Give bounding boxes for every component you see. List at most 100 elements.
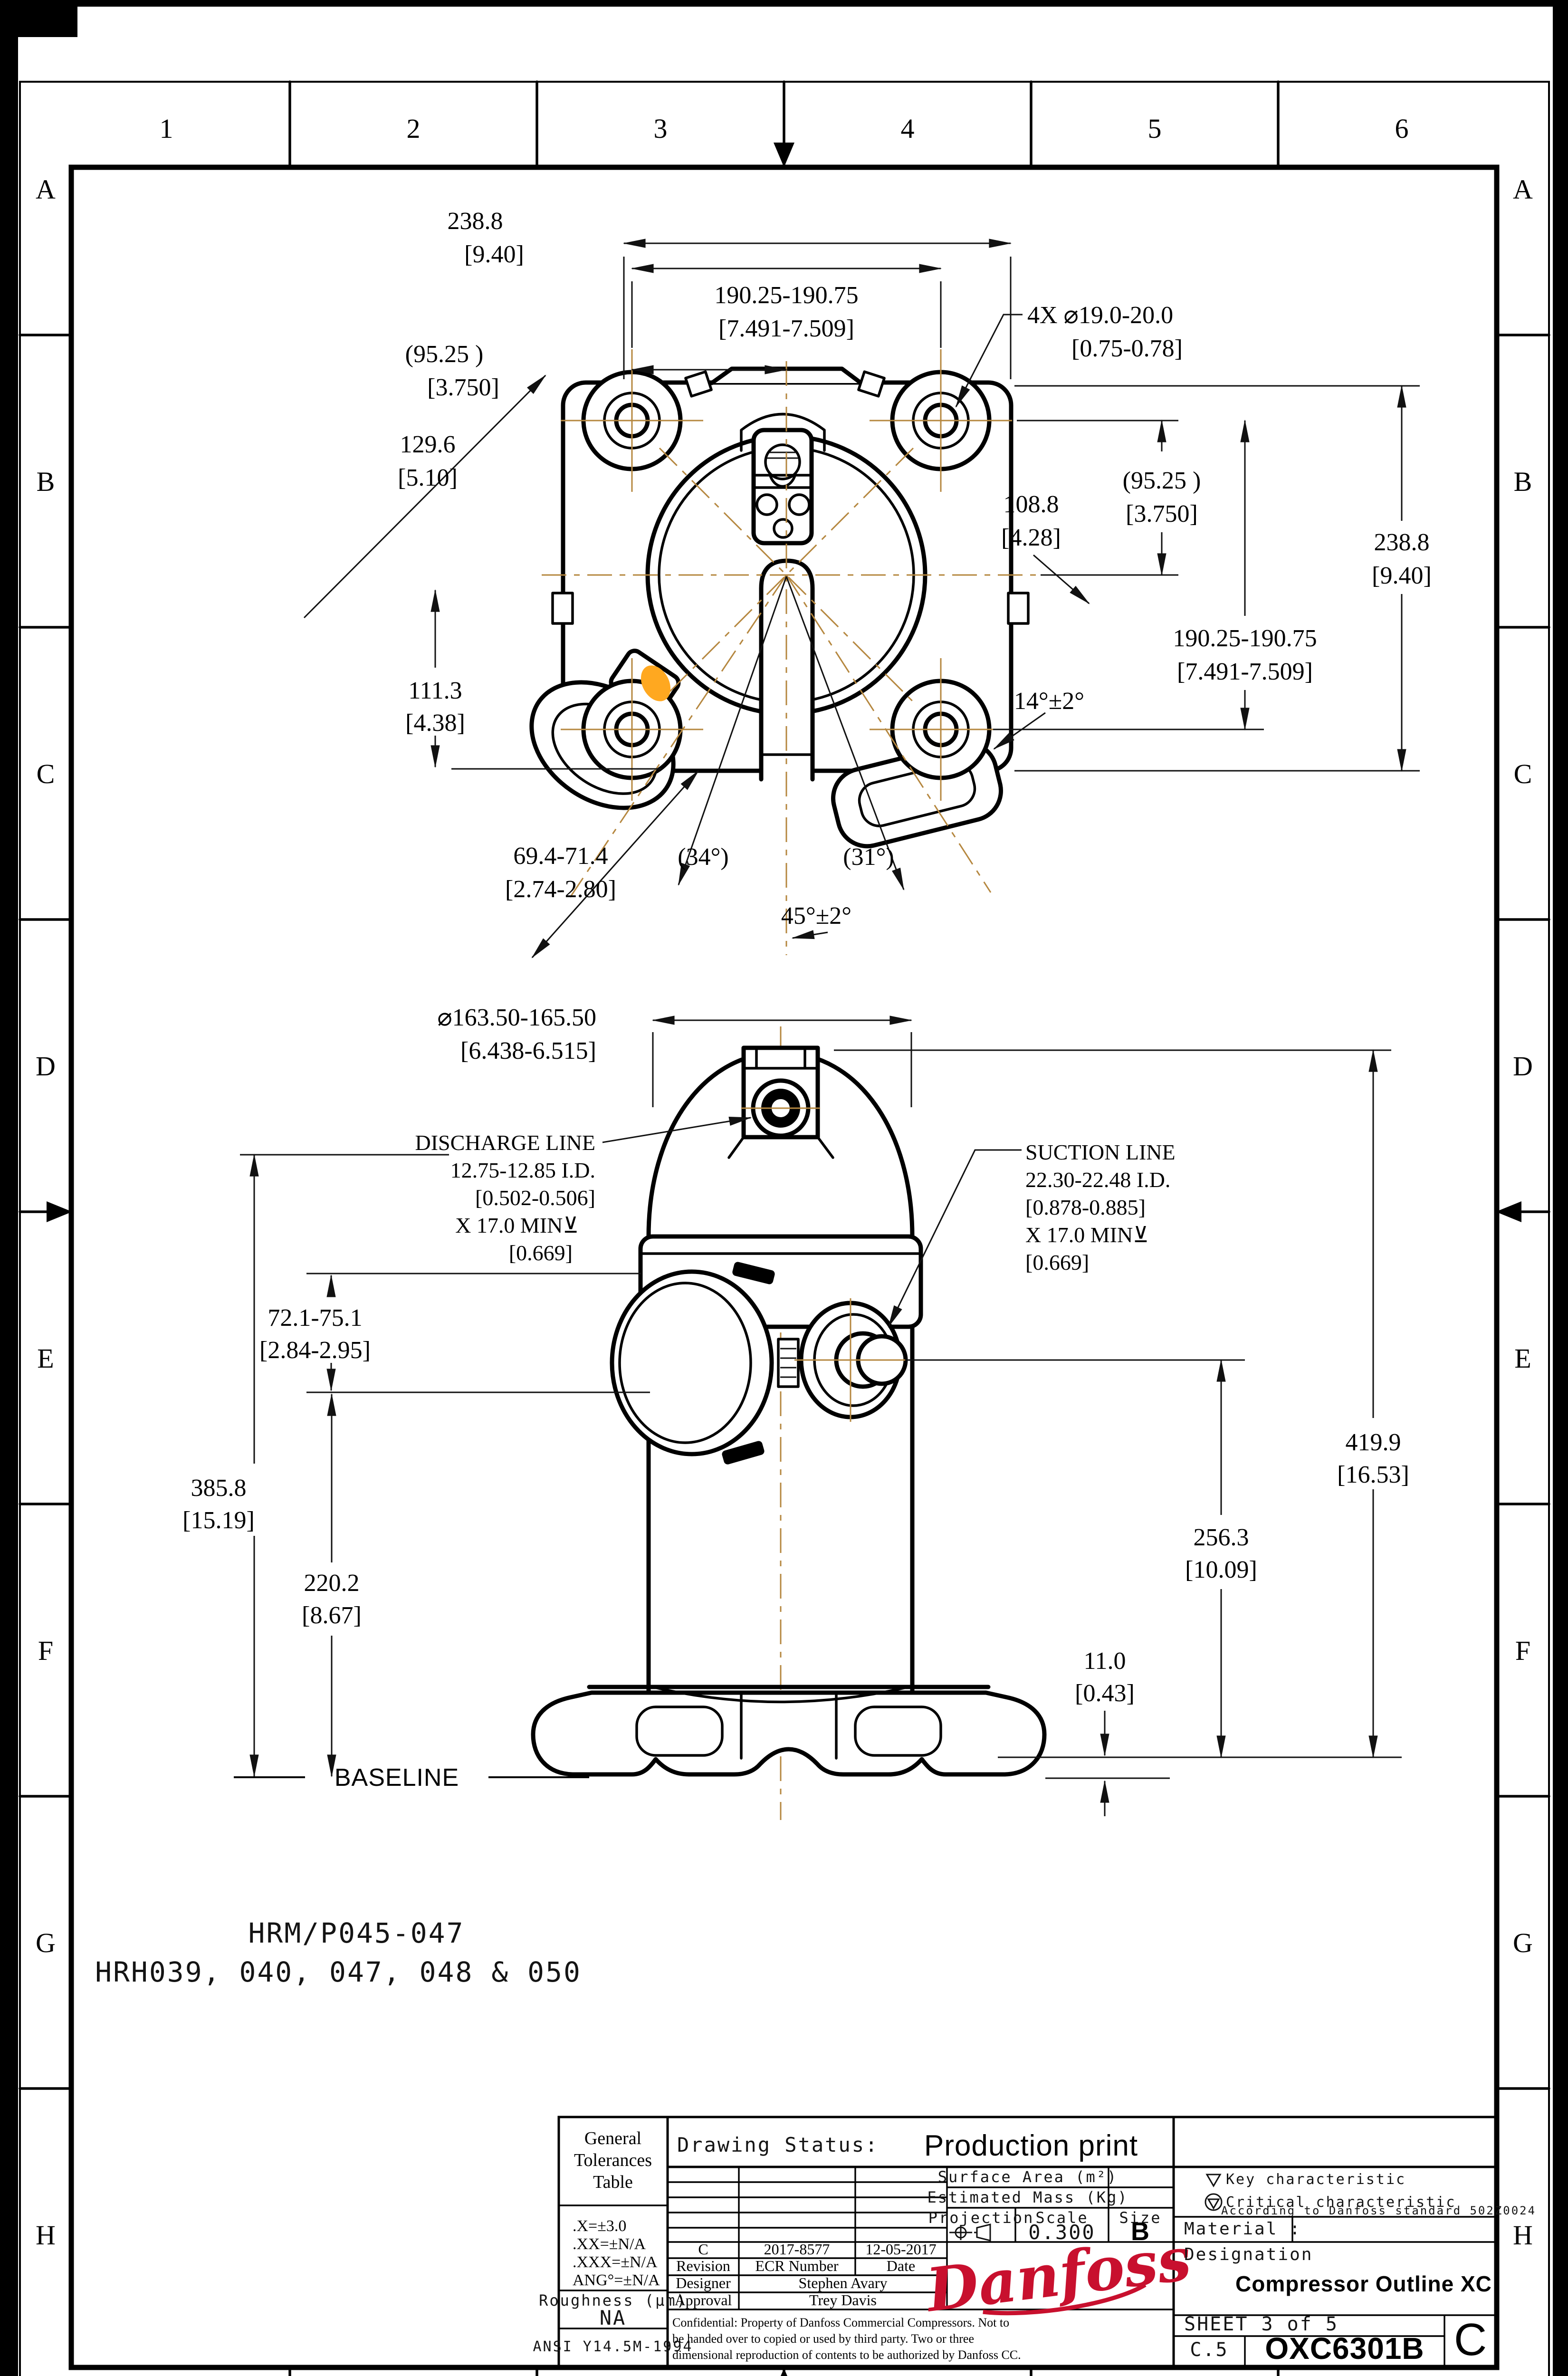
drawing-status-value: Production print (924, 2129, 1138, 2162)
zone-col-bot-5: 5 (1148, 2370, 1162, 2376)
roughness-value: NA (600, 2306, 627, 2329)
zone-row-left-E: E (37, 1343, 54, 1374)
dim-top-width-in: [9.40] (464, 241, 524, 268)
dim-half-h-mm: (95.25 ) (405, 341, 484, 368)
tol-row-x: .X=±3.0 (573, 2217, 626, 2235)
discharge-note-4: X 17.0 MIN⊻ (455, 1213, 579, 1237)
zone-row-right-B: B (1514, 466, 1532, 497)
tol-row-xxx: .XXX=±N/A (573, 2253, 658, 2271)
projection-symbol-icon (949, 2223, 991, 2242)
zone-col-bot-6: 6 (1395, 2370, 1409, 2376)
zone-row-right-G: G (1513, 1927, 1533, 1958)
dim-11-in: [0.43] (1075, 1680, 1135, 1707)
dim-half-v-mm: (95.25 ) (1123, 467, 1201, 494)
zone-row-left-B: B (37, 466, 55, 497)
key-characteristic-label: Key characteristic (1226, 2171, 1406, 2188)
discharge-note-5: [0.669] (509, 1241, 573, 1265)
zone-row-left-H: H (36, 2220, 56, 2251)
zone-row-left-F: F (38, 1635, 53, 1666)
zone-row-right-E: E (1514, 1343, 1531, 1374)
orange-highlight (641, 665, 671, 701)
plate-notch-right (1007, 592, 1030, 625)
zone-col-top-1: 1 (160, 113, 173, 144)
rev-current-letter: C (698, 2241, 708, 2258)
zone-row-left-D: D (36, 1051, 56, 1082)
zone-col-bot-1: 1 (160, 2370, 173, 2376)
title-block: General Tolerances Table .X=±3.0 .XX=±N/… (533, 2116, 1535, 2368)
model-note-2: HRH039, 040, 047, 048 & 050 (95, 1956, 582, 1988)
suction-note-4: X 17.0 MIN⊻ (1025, 1223, 1149, 1247)
clamp-block (777, 1338, 800, 1388)
side-view: ⌀163.50-165.50 [6.438-6.515] 72.1-75.1 [… (182, 1004, 1409, 1820)
drawing-number: OXC6301B (1265, 2331, 1424, 2366)
dim-11-mm: 11.0 (1083, 1648, 1126, 1675)
dim-half-v-in: [3.750] (1126, 500, 1198, 527)
zone-col-top-6: 6 (1395, 113, 1409, 144)
zone-col-bot-3: 3 (654, 2370, 668, 2376)
suction-fitting (794, 1298, 931, 1422)
key-characteristic-icon (1205, 2174, 1222, 2187)
baseline-label: BASELINE (335, 1764, 459, 1792)
dim-height-right-in: [9.40] (1372, 562, 1432, 589)
material-label: Material : (1184, 2219, 1301, 2239)
discharge-note-2: 12.75-12.85 I.D. (450, 1158, 595, 1182)
confidential-1: Confidential: Property of Danfoss Commer… (672, 2316, 1009, 2329)
discharge-fitting (727, 1045, 834, 1159)
zone-row-right-F: F (1515, 1635, 1530, 1666)
zone-col-top-3: 3 (654, 113, 668, 144)
dim-hole-callout-in: [0.75-0.78] (1071, 335, 1183, 362)
zone-ticks (19, 80, 1550, 2376)
discharge-note-1: DISCHARGE LINE (415, 1131, 595, 1155)
drawing-status-label: Drawing Status: (677, 2133, 879, 2156)
zone-row-left-A: A (36, 174, 56, 205)
scan-corner-notch (0, 0, 77, 37)
side-view-dimensions: ⌀163.50-165.50 [6.438-6.515] 72.1-75.1 [… (182, 1004, 1409, 1816)
ansi-standard: ANSI Y14.5M-1994 (533, 2338, 693, 2355)
discharge-note-3: [0.502-0.506] (475, 1186, 595, 1210)
rev-current-ecr: 2017-8577 (764, 2241, 830, 2258)
approval-label: Approval (675, 2291, 732, 2309)
top-view-dimensions: 238.8 [9.40] 190.25-190.75 [7.491-7.509]… (303, 208, 1432, 958)
zone-row-right-D: D (1513, 1051, 1533, 1082)
model-note-1: HRM/P045-047 (248, 1917, 464, 1949)
zone-col-top-5: 5 (1148, 113, 1162, 144)
plate-notch-left (551, 592, 574, 625)
zone-row-left-G: G (36, 1927, 56, 1958)
rev-header-revision: Revision (676, 2257, 730, 2274)
rev-header-date: Date (887, 2257, 915, 2274)
dim-gap72-mm: 72.1-75.1 (268, 1304, 362, 1332)
dim-385-in: [15.19] (182, 1507, 255, 1534)
rev-header-ecr: ECR Number (755, 2257, 838, 2274)
dim-shell-dia-in: [6.438-6.515] (460, 1037, 596, 1064)
dim-offset-v-in: [4.28] (1001, 524, 1061, 551)
dim-256-in: [10.09] (1185, 1556, 1257, 1583)
dim-shell-dia-mm: ⌀163.50-165.50 (437, 1004, 596, 1031)
dim-radius-in: [5.10] (398, 464, 458, 491)
revision-letter: C (1454, 2314, 1487, 2365)
suction-note-1: SUCTION LINE (1025, 1140, 1176, 1164)
dim-220-in: [8.67] (302, 1602, 362, 1629)
dim-center-down-mm: 111.3 (408, 677, 462, 704)
dim-height-right-mm: 238.8 (1374, 529, 1430, 556)
scale-value: 0.300 (1028, 2221, 1095, 2244)
sight-glass (610, 1262, 800, 1465)
dim-angle-14: 14°±2° (1014, 688, 1084, 715)
designation-label: Designation (1184, 2245, 1313, 2264)
tol-header-2: Tolerances (574, 2150, 652, 2170)
mounting-lobes (581, 370, 992, 780)
surface-area-label: Surface Area (m²) (938, 2168, 1118, 2186)
zone-col-bot-2: 2 (407, 2370, 421, 2376)
dim-radius-mm: 129.6 (400, 431, 456, 458)
designer-label: Designer (676, 2274, 731, 2291)
critical-characteristic-label: Critical characteristic (1226, 2194, 1456, 2211)
characteristic-symbols (1205, 2174, 1223, 2211)
dim-angle-34: (34°) (678, 843, 728, 871)
dim-span-h-in: [7.491-7.509] (718, 315, 854, 342)
zone-col-bot-4: 4 (901, 2370, 915, 2376)
base-feet (531, 1685, 1047, 1777)
dim-gap72-in: [2.84-2.95] (259, 1337, 371, 1364)
dim-385-mm: 385.8 (191, 1475, 247, 1502)
dim-span-h-mm: 190.25-190.75 (714, 282, 858, 309)
